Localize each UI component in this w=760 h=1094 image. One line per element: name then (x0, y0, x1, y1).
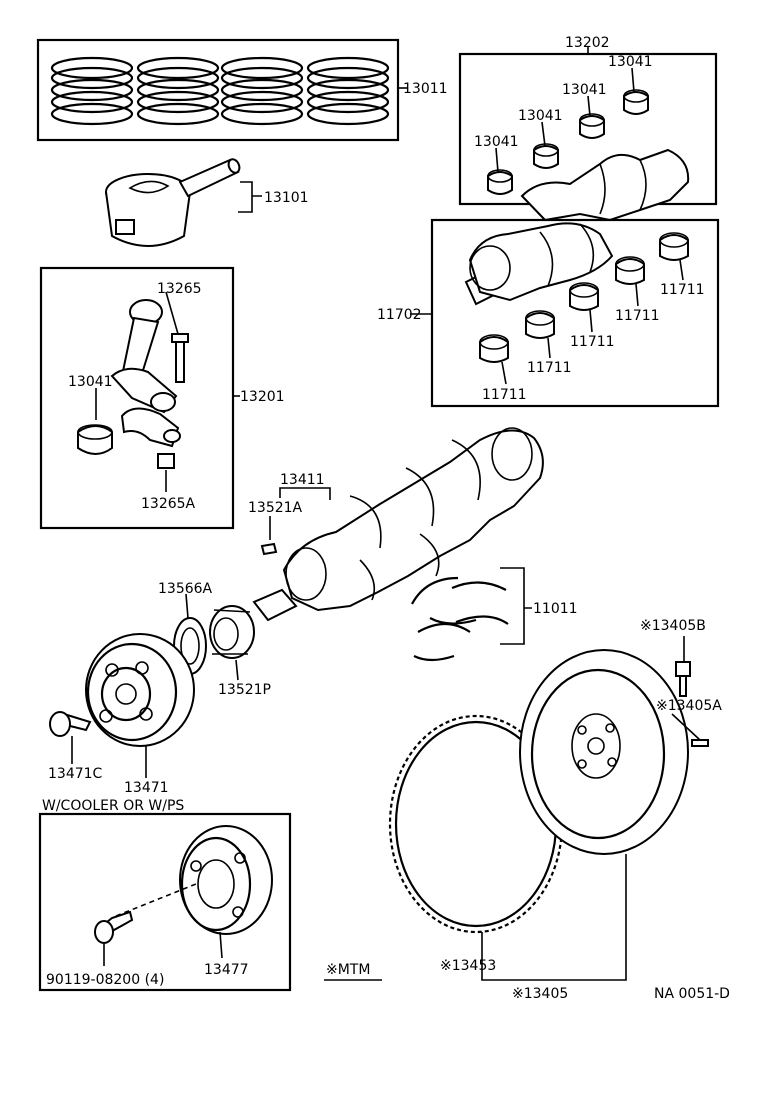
label-13041-d: 13041 (608, 54, 653, 70)
rod-nut (157, 453, 175, 469)
crankshaft-pulley-group: 13471C 13471 (48, 633, 195, 796)
main-bearing-box (430, 218, 720, 408)
label-13477: 13477 (204, 962, 249, 978)
label-11702: 11702 (377, 307, 422, 323)
label-13405A: ※13405A (656, 698, 722, 714)
label-13521A: 13521A (248, 500, 303, 516)
label-mtm: ※MTM (326, 962, 370, 978)
label-13405: ※13405 (512, 986, 568, 1002)
label-13453: ※13453 (440, 958, 496, 974)
crankshaft-pulley (85, 633, 195, 747)
label-11711-a: 11711 (482, 387, 527, 403)
connecting-rod (110, 299, 178, 414)
piston (105, 173, 191, 247)
crank-journal-sketch-upper (520, 148, 690, 222)
piston-ring-box (36, 38, 400, 142)
label-13011: 13011 (403, 81, 448, 97)
label-11711-b: 11711 (527, 360, 572, 376)
label-13202: 13202 (565, 35, 610, 51)
label-13411: 13411 (280, 472, 325, 488)
main-bearing-set-group: 11702 11711 11711 11711 11711 11711 (377, 218, 720, 408)
label-11011: 11011 (533, 601, 578, 617)
label-13471: 13471 (124, 780, 169, 796)
crankshaft-group: 13411 13521A (248, 427, 544, 622)
connecting-rod-group: 13201 13265 13041 13265A (39, 266, 285, 530)
crankshaft (252, 427, 544, 622)
rod-bolt (171, 333, 189, 383)
label-11711-c: 11711 (570, 334, 615, 350)
cooler-pulley (179, 825, 273, 935)
thrust-washer-group: 11011 (411, 567, 578, 662)
crankshaft-sketch-box (464, 222, 614, 306)
label-13471C: 13471C (48, 766, 103, 782)
label-13265A: 13265A (141, 496, 196, 512)
flywheel (519, 649, 689, 855)
label-13566A: 13566A (158, 581, 213, 597)
connecting-rod-bearing-set-group: 13202 13041 13041 13041 13041 (458, 35, 718, 222)
cooler-pulley-bolt (94, 910, 134, 944)
piston-ring-set-group: 13011 (36, 38, 448, 142)
label-90119: 90119-08200 (4) (46, 972, 164, 988)
rod-cap (120, 407, 181, 448)
label-13041-c: 13041 (562, 82, 607, 98)
label-13041-rod: 13041 (68, 374, 113, 390)
rod-bearing-shells (487, 89, 649, 195)
crank-key (260, 542, 278, 556)
flywheel-group: ※13405B ※13405A ※13453 ※13405 (388, 618, 722, 1002)
label-w-cooler: W/COOLER OR W/PS (42, 798, 184, 814)
catalog-code: NA 0051-D (654, 986, 730, 1002)
flywheel-dowel-pin (691, 739, 709, 747)
label-13041-a: 13041 (474, 134, 519, 150)
pulley-bolt (49, 711, 92, 737)
label-11711-e: 11711 (660, 282, 705, 298)
connecting-rod-box (39, 266, 235, 530)
label-13265: 13265 (157, 281, 202, 297)
crank-timing-gear (209, 605, 255, 659)
cooler-option-box (38, 812, 292, 992)
label-11711-d: 11711 (615, 308, 660, 324)
label-13521P: 13521P (218, 682, 271, 698)
piston-ring-sets (50, 56, 390, 126)
cooler-option-group: W/COOLER OR W/PS 90119-08200 (4) 13477 (38, 798, 292, 992)
label-13041-b: 13041 (518, 108, 563, 124)
label-13201: 13201 (240, 389, 285, 405)
main-bearing-shells (479, 232, 689, 363)
flywheel-bolt (675, 661, 691, 697)
label-13405B: ※13405B (640, 618, 706, 634)
piston-pin (178, 158, 241, 198)
rod-bearing-shell (77, 424, 113, 455)
label-13101: 13101 (264, 190, 309, 206)
piston-pin-group: 13101 (105, 158, 309, 247)
